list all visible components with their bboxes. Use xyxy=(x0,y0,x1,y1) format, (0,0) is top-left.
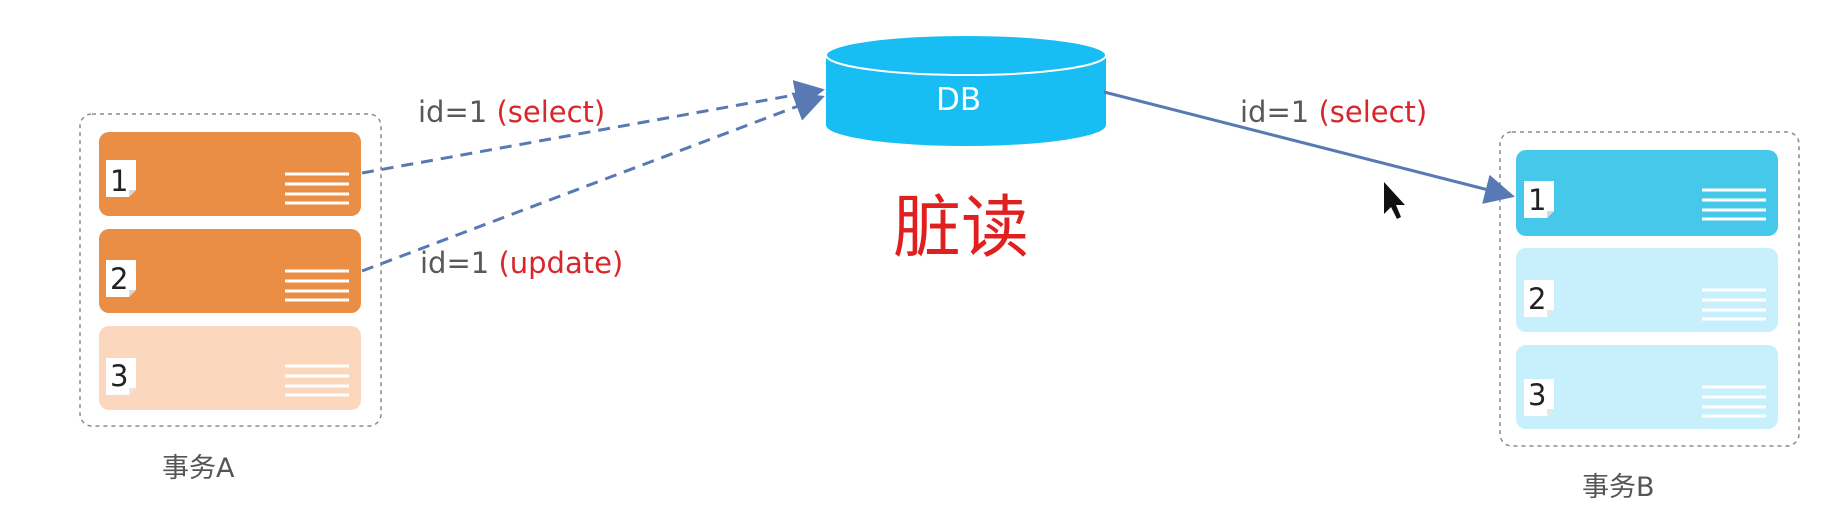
row-number: 1 xyxy=(110,164,129,198)
lines-icon xyxy=(1702,188,1766,221)
transaction-b-row-2 xyxy=(1516,248,1778,332)
arrow-label-id: id=1 xyxy=(1240,95,1310,129)
select-arrow-b xyxy=(1103,90,1515,204)
document-icon xyxy=(1524,181,1554,218)
select-arrow-a xyxy=(361,80,825,175)
transaction-b-row-1 xyxy=(1516,150,1778,236)
arrow-label-select-a: id=1 (select) xyxy=(418,95,605,129)
row-number: 2 xyxy=(110,262,129,296)
document-icon xyxy=(1524,379,1554,416)
row-number: 1 xyxy=(1528,183,1547,217)
db-label: DB xyxy=(936,82,982,118)
diagram-title: 脏读 xyxy=(893,189,1030,268)
transaction-a-row-3 xyxy=(99,326,361,410)
document-icon xyxy=(106,260,136,297)
lines-icon xyxy=(1702,385,1766,418)
transaction-a-row-2 xyxy=(99,229,361,313)
transaction-b-group xyxy=(1499,131,1800,447)
database-cylinder xyxy=(825,34,1107,146)
mouse-cursor-icon xyxy=(1384,182,1405,219)
row-number: 3 xyxy=(110,359,129,393)
lines-icon xyxy=(285,172,349,205)
arrow-label-op: (update) xyxy=(498,246,624,280)
arrow-label-op: (select) xyxy=(1318,95,1428,129)
transaction-a-row-1 xyxy=(99,132,361,216)
lines-icon xyxy=(285,364,349,397)
arrow-label-update-a: id=1 (update) xyxy=(420,246,623,280)
arrow-label-select-b: id=1 (select) xyxy=(1240,95,1427,129)
arrow-label-id: id=1 xyxy=(418,95,488,129)
row-number: 2 xyxy=(1528,282,1547,316)
row-number: 3 xyxy=(1528,378,1547,412)
arrow-label-op: (select) xyxy=(496,95,606,129)
transaction-a-group xyxy=(79,113,382,427)
transaction-b-caption: 事务B xyxy=(1582,472,1655,503)
lines-icon xyxy=(1702,288,1766,321)
document-icon xyxy=(1524,280,1554,317)
update-arrow-a xyxy=(361,92,825,273)
document-icon xyxy=(106,160,136,197)
lines-icon xyxy=(285,269,349,302)
arrow-label-id: id=1 xyxy=(420,246,490,280)
transaction-a-caption: 事务A xyxy=(162,453,235,484)
transaction-b-row-3 xyxy=(1516,345,1778,429)
document-icon xyxy=(106,358,136,395)
